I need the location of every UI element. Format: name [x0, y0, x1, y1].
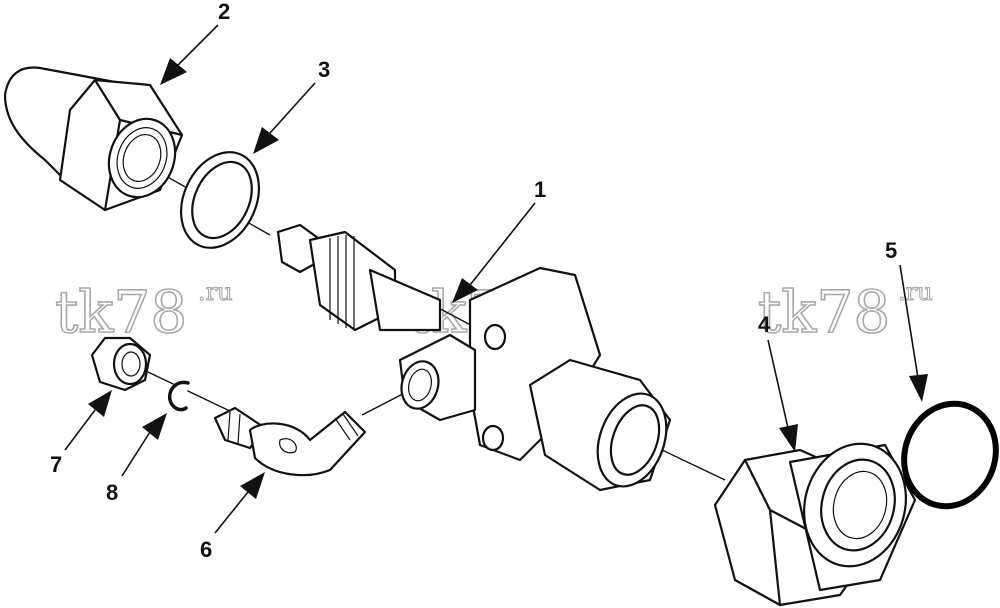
callout-8: 8: [106, 413, 167, 505]
callout-label-5: 5: [885, 238, 897, 263]
part-5-o-ring: [901, 400, 999, 510]
callout-6: 6: [200, 472, 265, 562]
callout-label-6: 6: [200, 537, 212, 562]
part-1-valve-body: [398, 266, 672, 492]
watermark-left-suffix: .ru: [198, 278, 233, 306]
part-2-cap-nut: [3, 66, 184, 212]
axis-line-small-parts: [147, 371, 233, 413]
threaded-stud: [276, 223, 442, 332]
callout-label-4: 4: [758, 312, 771, 337]
callout-2: 2: [160, 0, 230, 85]
callout-label-2: 2: [218, 0, 230, 24]
part-7-small-nut: [90, 336, 152, 392]
callout-4: 4: [758, 312, 798, 452]
callout-7: 7: [50, 390, 112, 477]
callout-label-7: 7: [50, 452, 62, 477]
watermark-left-main: tk78: [55, 278, 187, 346]
callout-1: 1: [452, 177, 546, 303]
part-6-elbow: [213, 406, 367, 477]
part-3-ring: [180, 151, 260, 249]
callout-label-1: 1: [534, 177, 546, 202]
watermark-right-main: tk78: [758, 278, 890, 346]
watermark-right: tk78 .ru: [757, 277, 933, 347]
callout-3: 3: [253, 57, 330, 154]
callout-label-3: 3: [318, 57, 330, 82]
watermark-left: tk78 .ru: [54, 277, 233, 347]
callout-5: 5: [885, 238, 928, 402]
callout-label-8: 8: [106, 480, 118, 505]
part-4-hex-fitting: [713, 442, 917, 607]
part-8-snap-ring: [167, 380, 190, 412]
